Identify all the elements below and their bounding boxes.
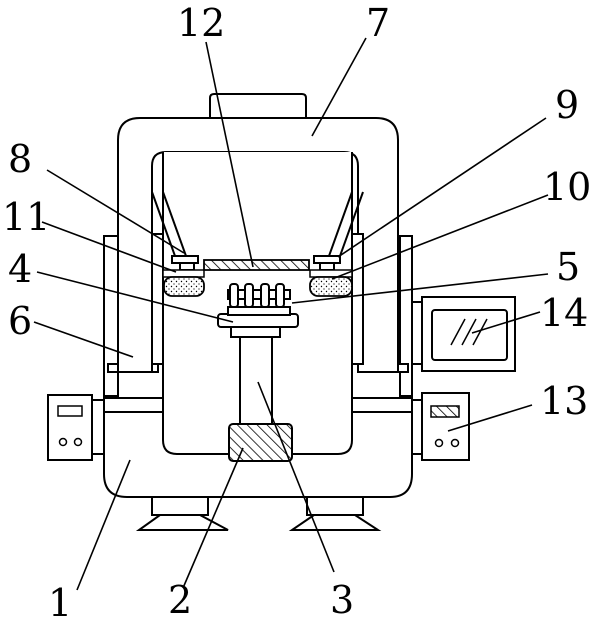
foot-right (292, 497, 378, 530)
label-2: 2 (168, 578, 192, 619)
label-4: 4 (8, 247, 32, 291)
label-14: 14 (540, 291, 588, 335)
label-7: 7 (366, 1, 390, 45)
label-8: 8 (8, 137, 32, 181)
label-9: 9 (555, 83, 579, 127)
top-handle (210, 94, 306, 118)
label-1: 1 (48, 581, 72, 619)
control-box-left (48, 395, 104, 460)
label-5: 5 (556, 245, 580, 289)
label-3: 3 (330, 578, 354, 619)
label-11: 11 (2, 195, 50, 239)
label-12: 12 (177, 1, 225, 45)
label-10: 10 (543, 165, 591, 209)
label-13: 13 (540, 379, 588, 423)
display-screen (410, 297, 515, 371)
inner-chamber (163, 152, 352, 454)
label-6: 6 (8, 299, 32, 343)
guide-rod-right (352, 234, 363, 364)
top-plate (204, 260, 309, 270)
guide-rod-left (152, 234, 163, 364)
